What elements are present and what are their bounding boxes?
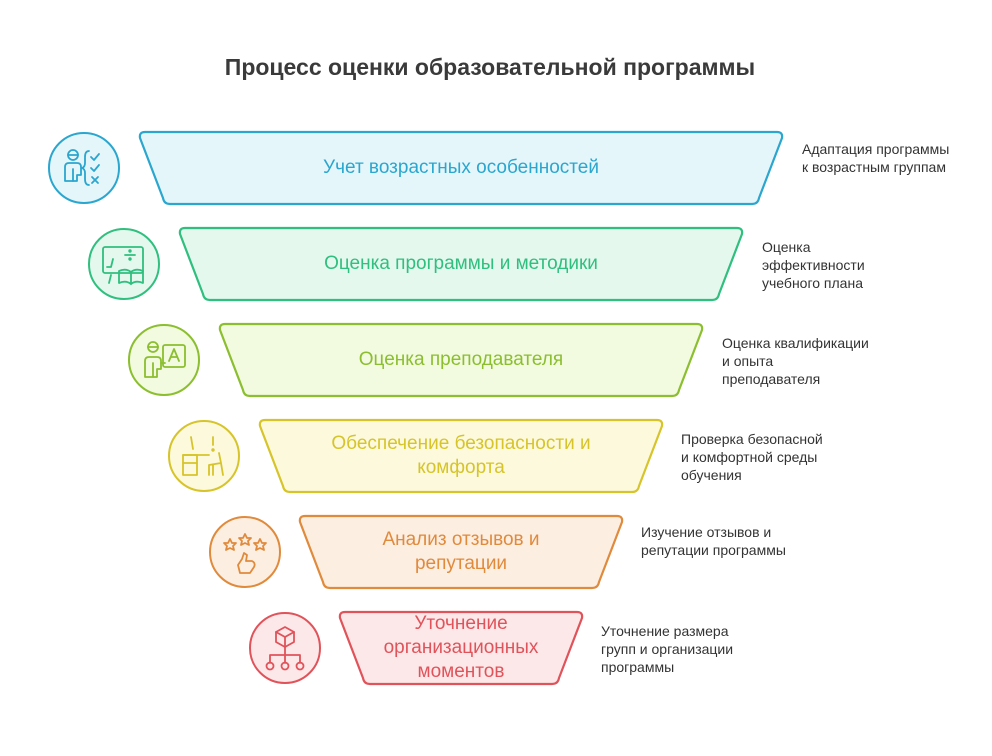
funnel-segment	[138, 130, 784, 206]
funnel-segment	[178, 226, 744, 302]
funnel-level-label: Оценка преподавателя	[358, 349, 564, 370]
funnel-level-2	[88, 226, 744, 302]
funnel-level-description: Оценка эффективности учебного плана	[762, 239, 865, 291]
funnel-level-4	[168, 418, 664, 494]
student-checklist-icon	[48, 132, 120, 204]
desk-chair-icon	[168, 420, 240, 492]
funnel-level-label: Анализ отзывов и репутации	[382, 529, 540, 574]
board-book-icon	[88, 228, 160, 300]
funnel-level-description: Проверка безопасной и комфортной среды о…	[681, 431, 823, 483]
funnel-level-label: Обеспечение безопасности и комфорта	[331, 433, 591, 478]
funnel-level-6	[249, 610, 584, 686]
stars-hand-icon	[209, 516, 281, 588]
funnel-level-3	[128, 322, 704, 398]
funnel-level-5	[209, 514, 624, 590]
funnel-segment	[338, 610, 584, 686]
funnel-level-description: Адаптация программы к возрастным группам	[802, 141, 950, 175]
funnel-level-description: Оценка квалификации и опыта преподавател…	[722, 335, 869, 387]
funnel-segment	[298, 514, 624, 590]
funnel-level-description: Уточнение размера групп и организации пр…	[601, 623, 734, 675]
funnel-level-description: Изучение отзывов и репутации программы	[641, 524, 786, 558]
funnel-level-label: Учет возрастных особенностей	[323, 157, 599, 178]
diagram-title: Процесс оценки образовательной программы	[224, 54, 756, 80]
teacher-board-icon	[128, 324, 200, 396]
funnel-segment	[218, 322, 704, 398]
funnel-level-label: Уточнение организационных моментов	[383, 613, 539, 682]
funnel-level-label: Оценка программы и методики	[324, 253, 598, 274]
funnel-level-1	[48, 130, 784, 206]
funnel-segment	[258, 418, 664, 494]
org-structure-icon	[249, 612, 321, 684]
